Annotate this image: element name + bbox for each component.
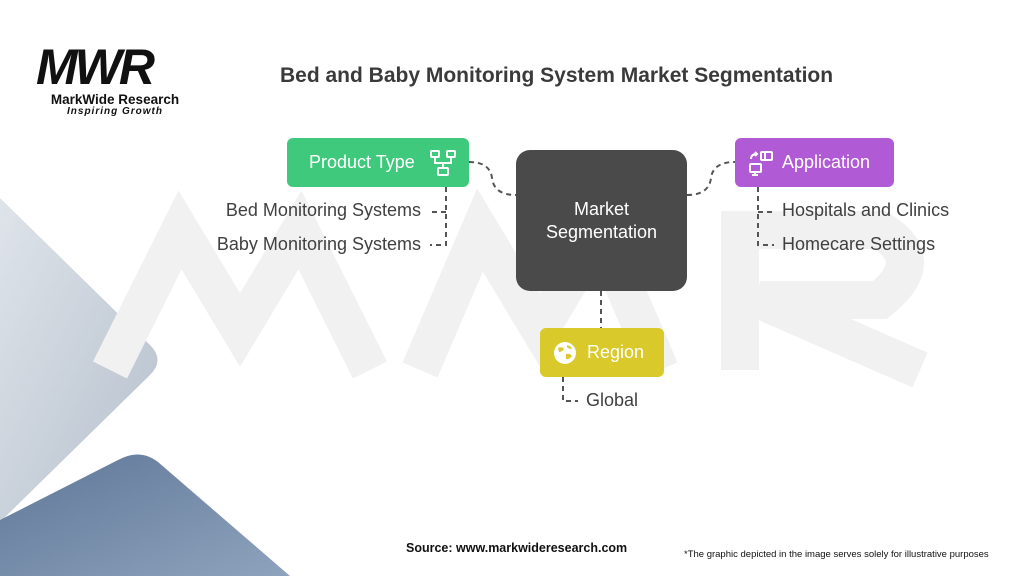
logo-name: MarkWide Research [50, 92, 180, 107]
list-item: Homecare Settings [782, 234, 936, 254]
light-diamond-shape [0, 198, 158, 522]
disclaimer-text: *The graphic depicted in the image serve… [684, 549, 989, 560]
list-item: Bed Monitoring Systems [225, 200, 421, 220]
logo-tagline: Inspiring Growth [67, 106, 163, 117]
connector-product-items [430, 187, 447, 246]
category-product-type: Product Type [287, 138, 469, 187]
connector-region-items [562, 377, 578, 402]
dark-diamond-shape [0, 454, 290, 576]
page-title: Bed and Baby Monitoring System Market Se… [280, 64, 834, 87]
category-label: Product Type [309, 152, 415, 172]
category-application: Application [735, 138, 894, 187]
category-region: Region [540, 328, 664, 377]
center-label: Market Segmentation [545, 198, 658, 242]
center-node: Market Segmentation [516, 150, 687, 291]
connector-application-items [757, 187, 774, 246]
category-label: Application [782, 152, 871, 172]
list-item: Baby Monitoring Systems [216, 234, 421, 254]
logo-mark: MWR [36, 39, 155, 95]
network-devices-icon [429, 149, 457, 182]
globe-icon [552, 340, 578, 371]
list-item: Hospitals and Clinics [782, 200, 950, 220]
connector-product [468, 161, 517, 196]
list-item: Global [586, 390, 639, 410]
connector-application [686, 161, 736, 196]
source-text: Source: www.markwideresearch.com [406, 541, 628, 555]
category-label: Region [587, 342, 645, 362]
application-devices-icon [748, 150, 774, 181]
